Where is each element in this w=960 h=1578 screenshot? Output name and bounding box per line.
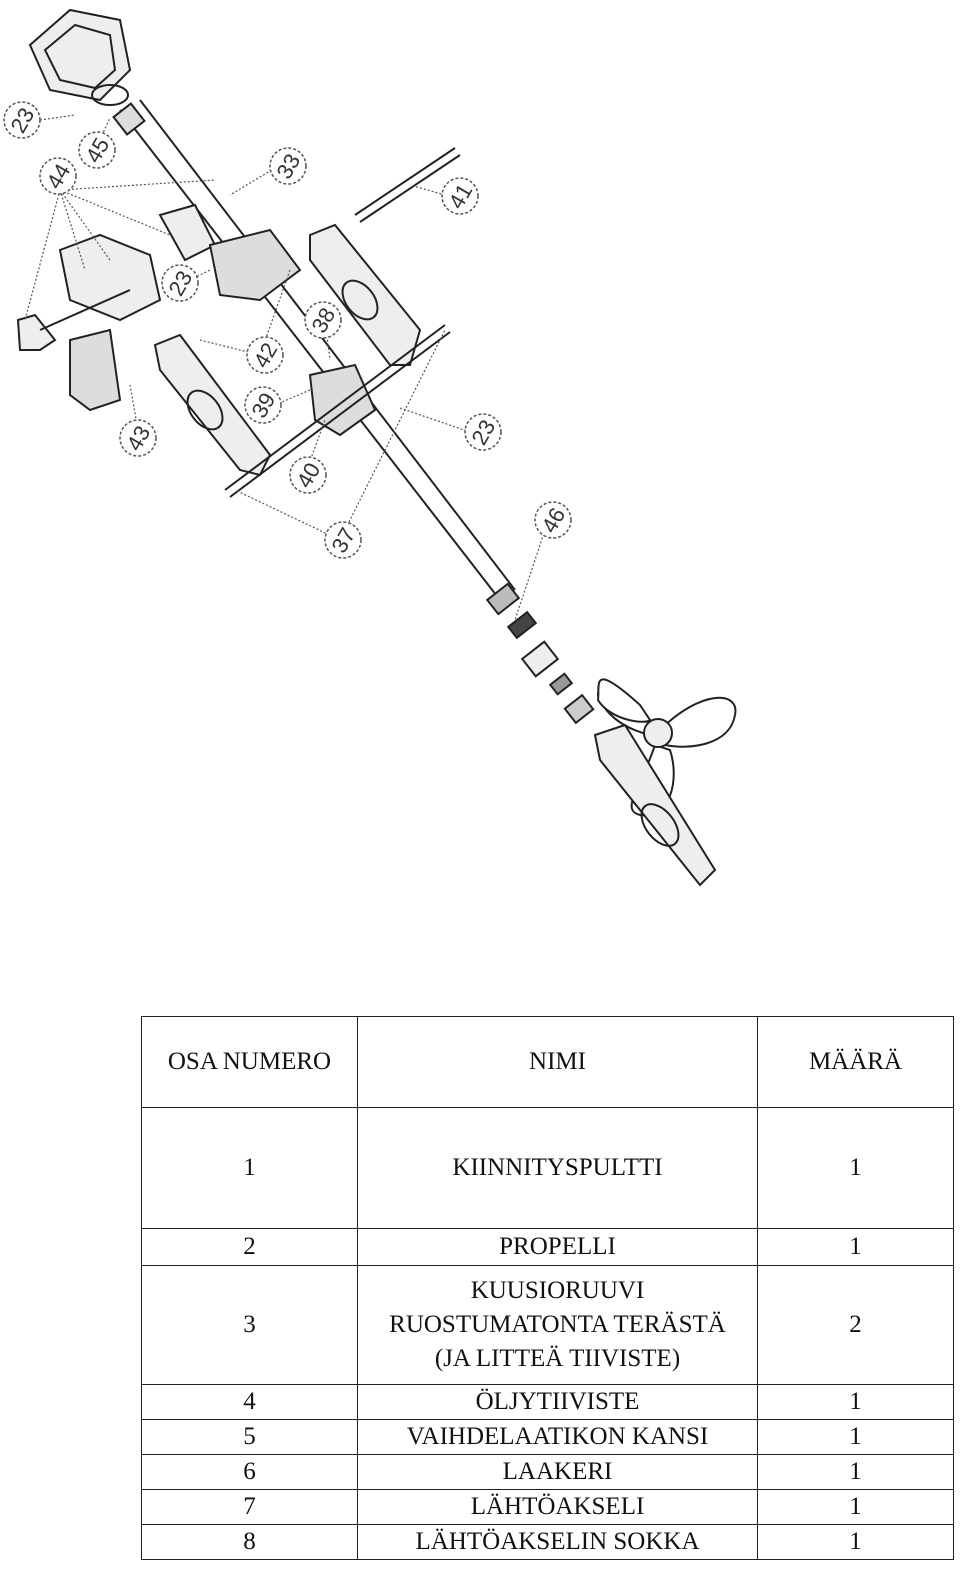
part-quantity: 2 [757, 1265, 954, 1385]
main-shaft [112, 99, 595, 725]
header-quantity: MÄÄRÄ [757, 1016, 954, 1108]
parts-table: OSA NUMERO NIMI MÄÄRÄ 1 KIINNITYSPULTTI … [141, 1016, 954, 1560]
part-name: KUUSIORUUVI RUOSTUMATONTA TERÄSTÄ (JA LI… [357, 1265, 758, 1385]
part-number: 6 [141, 1454, 358, 1490]
table-row: 2 PROPELLI 1 [141, 1228, 954, 1266]
part-number: 7 [141, 1489, 358, 1525]
part-number: 1 [141, 1107, 358, 1229]
part-quantity: 1 [757, 1489, 954, 1525]
part-number: 3 [141, 1265, 358, 1385]
part-name-line: RUOSTUMATONTA TERÄSTÄ [389, 1311, 726, 1338]
table-row: 8 LÄHTÖAKSELIN SOKKA 1 [141, 1524, 954, 1560]
part-quantity: 1 [757, 1524, 954, 1560]
part-quantity: 1 [757, 1107, 954, 1229]
part-name: PROPELLI [357, 1228, 758, 1266]
bolt-37 [224, 324, 451, 498]
part-quantity: 1 [757, 1228, 954, 1266]
lower-gear-housing [593, 723, 717, 887]
side-plate-right [309, 223, 422, 366]
motor-housing [28, 8, 132, 106]
table-row: 3 KUUSIORUUVI RUOSTUMATONTA TERÄSTÄ (JA … [141, 1265, 954, 1385]
table-row: 5 VAIHDELAATIKON KANSI 1 [141, 1419, 954, 1455]
part-name: LAAKERI [357, 1454, 758, 1490]
header-name: NIMI [357, 1016, 758, 1108]
table-row: 7 LÄHTÖAKSELI 1 [141, 1489, 954, 1525]
gearbox-block [208, 228, 377, 437]
part-name: LÄHTÖAKSELI [357, 1489, 758, 1525]
exploded-parts-drawing: 23 45 44 33 41 23 38 42 39 43 23 40 37 4… [3, 8, 737, 887]
table-row: 6 LAAKERI 1 [141, 1454, 954, 1490]
part-number: 4 [141, 1384, 358, 1420]
part-quantity: 1 [757, 1419, 954, 1455]
part-name: VAIHDELAATIKON KANSI [357, 1419, 758, 1455]
table-row: 4 ÖLJYTIIVISTE 1 [141, 1384, 954, 1420]
part-quantity: 1 [757, 1454, 954, 1490]
table-header-row: OSA NUMERO NIMI MÄÄRÄ [141, 1016, 954, 1108]
clamp-assembly [16, 203, 217, 412]
part-number: 8 [141, 1524, 358, 1560]
table-row: 1 KIINNITYSPULTTI 1 [141, 1107, 954, 1229]
bolt-41 [354, 147, 461, 223]
part-name-line: KUUSIORUUVI [470, 1277, 645, 1304]
part-quantity: 1 [757, 1384, 954, 1420]
part-name: KIINNITYSPULTTI [357, 1107, 758, 1229]
part-number: 5 [141, 1419, 358, 1455]
part-name: ÖLJYTIIVISTE [357, 1384, 758, 1420]
part-name-line: (JA LITTEÄ TIIVISTE) [434, 1345, 681, 1372]
part-number: 2 [141, 1228, 358, 1266]
part-name: LÄHTÖAKSELIN SOKKA [357, 1524, 758, 1560]
header-part-number: OSA NUMERO [141, 1016, 358, 1108]
